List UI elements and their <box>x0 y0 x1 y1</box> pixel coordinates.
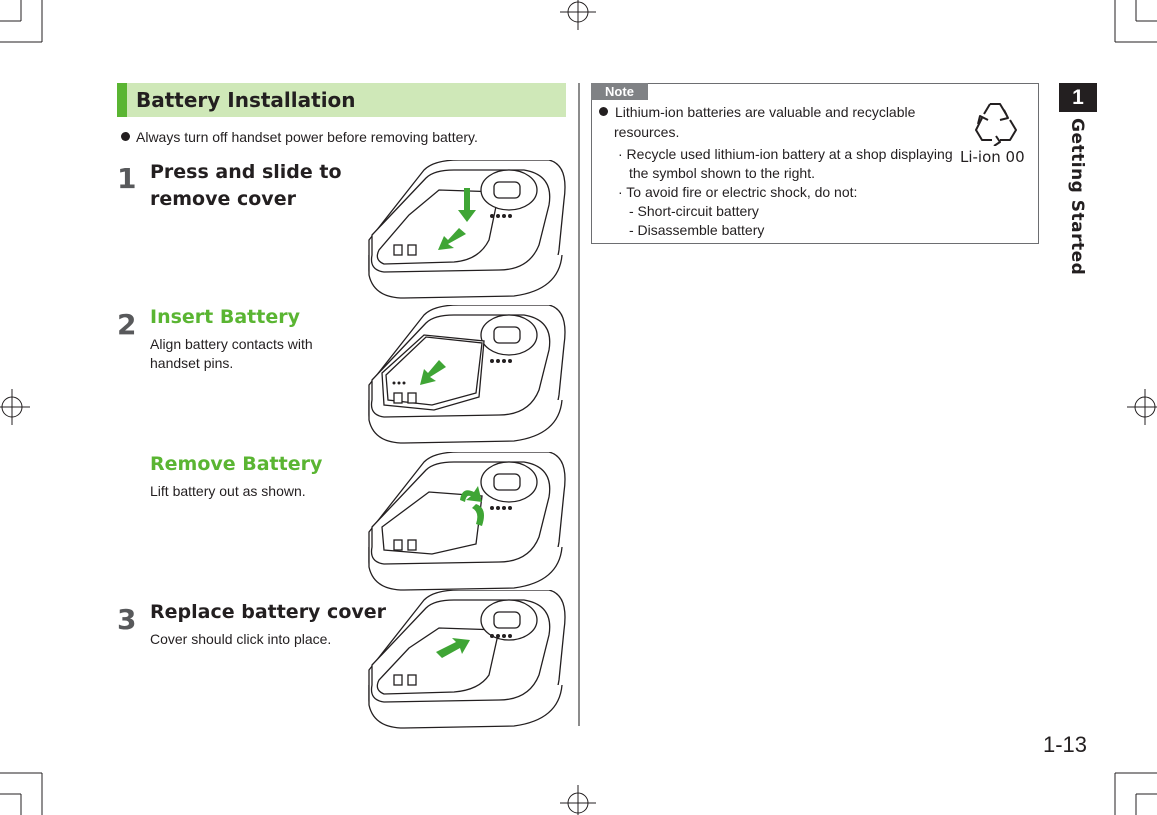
phone-remove-battery-illustration <box>368 452 566 591</box>
remove-battery-title: Remove Battery <box>150 453 323 475</box>
step-2-desc-line2: handset pins. <box>150 355 234 371</box>
note-box <box>591 83 1039 244</box>
note-line-2: resources. <box>614 124 680 140</box>
phone-replace-cover-illustration <box>368 590 566 729</box>
chapter-label: Getting Started <box>1067 118 1087 276</box>
chapter-number: 1 <box>1059 83 1097 112</box>
column-divider <box>578 83 580 726</box>
page-number: 1-13 <box>1043 732 1088 757</box>
step-1-number: 1 <box>117 162 137 195</box>
section-title: Battery Installation <box>136 88 356 112</box>
step-1-title-line2: remove cover <box>150 188 296 210</box>
bullet-icon <box>599 107 608 116</box>
note-line-1-text: Lithium-ion batteries are valuable and r… <box>615 104 916 120</box>
note-sub-2: · To avoid fire or electric shock, do no… <box>618 184 858 200</box>
phone-remove-cover-illustration <box>368 160 566 299</box>
recycle-label: Li-ion 00 <box>960 148 1025 166</box>
step-2-title: Insert Battery <box>150 306 300 328</box>
phone-insert-battery-illustration <box>368 305 566 444</box>
step-3-number: 3 <box>117 603 137 636</box>
step-1-title: Press and slide to remove cover <box>150 159 342 213</box>
note-line-1: Lithium-ion batteries are valuable and r… <box>599 103 915 122</box>
note-tab: Note <box>591 83 648 100</box>
step-3-title: Replace battery cover <box>150 601 387 623</box>
bullet-icon <box>121 132 130 141</box>
step-3-description: Cover should click into place. <box>150 631 332 647</box>
section-header: Battery Installation <box>117 83 566 117</box>
step-2-desc-line1: Align battery contacts with <box>150 336 313 352</box>
note-sub-1: · Recycle used lithium-ion battery at a … <box>618 146 953 162</box>
step-1-title-line1: Press and slide to <box>150 161 342 183</box>
step-2-number: 2 <box>117 308 137 341</box>
intro-text: Always turn off handset power before rem… <box>136 129 478 145</box>
remove-battery-description: Lift battery out as shown. <box>150 483 306 499</box>
note-sub-2-a: - Short-circuit battery <box>629 203 759 219</box>
intro-bullet: Always turn off handset power before rem… <box>121 129 478 145</box>
section-header-accent <box>117 83 127 117</box>
recycle-icon <box>975 103 1017 146</box>
step-2-description: Align battery contacts with handset pins… <box>150 335 313 373</box>
note-sub-1-cont: the symbol shown to the right. <box>629 165 815 181</box>
note-sub-2-b: - Disassemble battery <box>629 222 765 238</box>
